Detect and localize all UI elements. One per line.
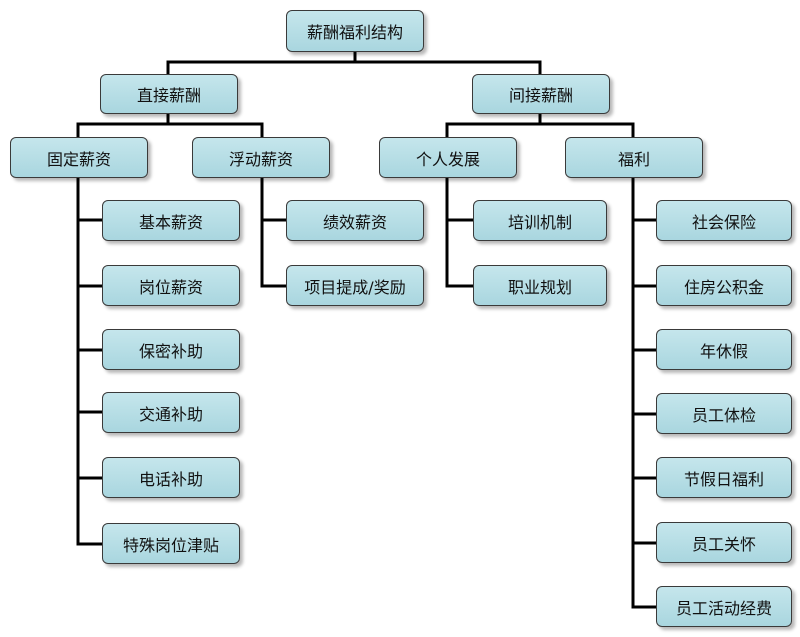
node-root: 薪酬福利结构 <box>286 10 424 52</box>
node-personal-development: 个人发展 <box>379 137 517 178</box>
leaf-benefit: 住房公积金 <box>656 265 792 306</box>
leaf-fixed-salary: 岗位薪资 <box>102 265 240 306</box>
leaf-personal-development: 培训机制 <box>473 200 607 241</box>
leaf-fixed-salary: 交通补助 <box>102 392 240 433</box>
leaf-benefit: 员工活动经费 <box>656 586 792 627</box>
leaf-fixed-salary: 基本薪资 <box>102 200 240 241</box>
leaf-benefit: 社会保险 <box>656 200 792 241</box>
leaf-floating-salary: 绩效薪资 <box>286 200 424 241</box>
leaf-fixed-salary: 电话补助 <box>102 457 240 498</box>
leaf-fixed-salary: 特殊岗位津贴 <box>102 523 240 564</box>
node-floating-salary: 浮动薪资 <box>192 137 330 178</box>
node-benefits: 福利 <box>565 137 703 178</box>
leaf-benefit: 员工体检 <box>656 393 792 434</box>
leaf-benefit: 年休假 <box>656 329 792 370</box>
node-indirect-pay: 间接薪酬 <box>472 74 610 114</box>
leaf-benefit: 员工关怀 <box>656 522 792 563</box>
leaf-fixed-salary: 保密补助 <box>102 329 240 370</box>
leaf-floating-salary: 项目提成/奖励 <box>286 265 424 306</box>
leaf-personal-development: 职业规划 <box>473 265 607 306</box>
leaf-benefit: 节假日福利 <box>656 457 792 498</box>
node-direct-pay: 直接薪酬 <box>100 74 238 114</box>
node-fixed-salary: 固定薪资 <box>10 137 148 178</box>
